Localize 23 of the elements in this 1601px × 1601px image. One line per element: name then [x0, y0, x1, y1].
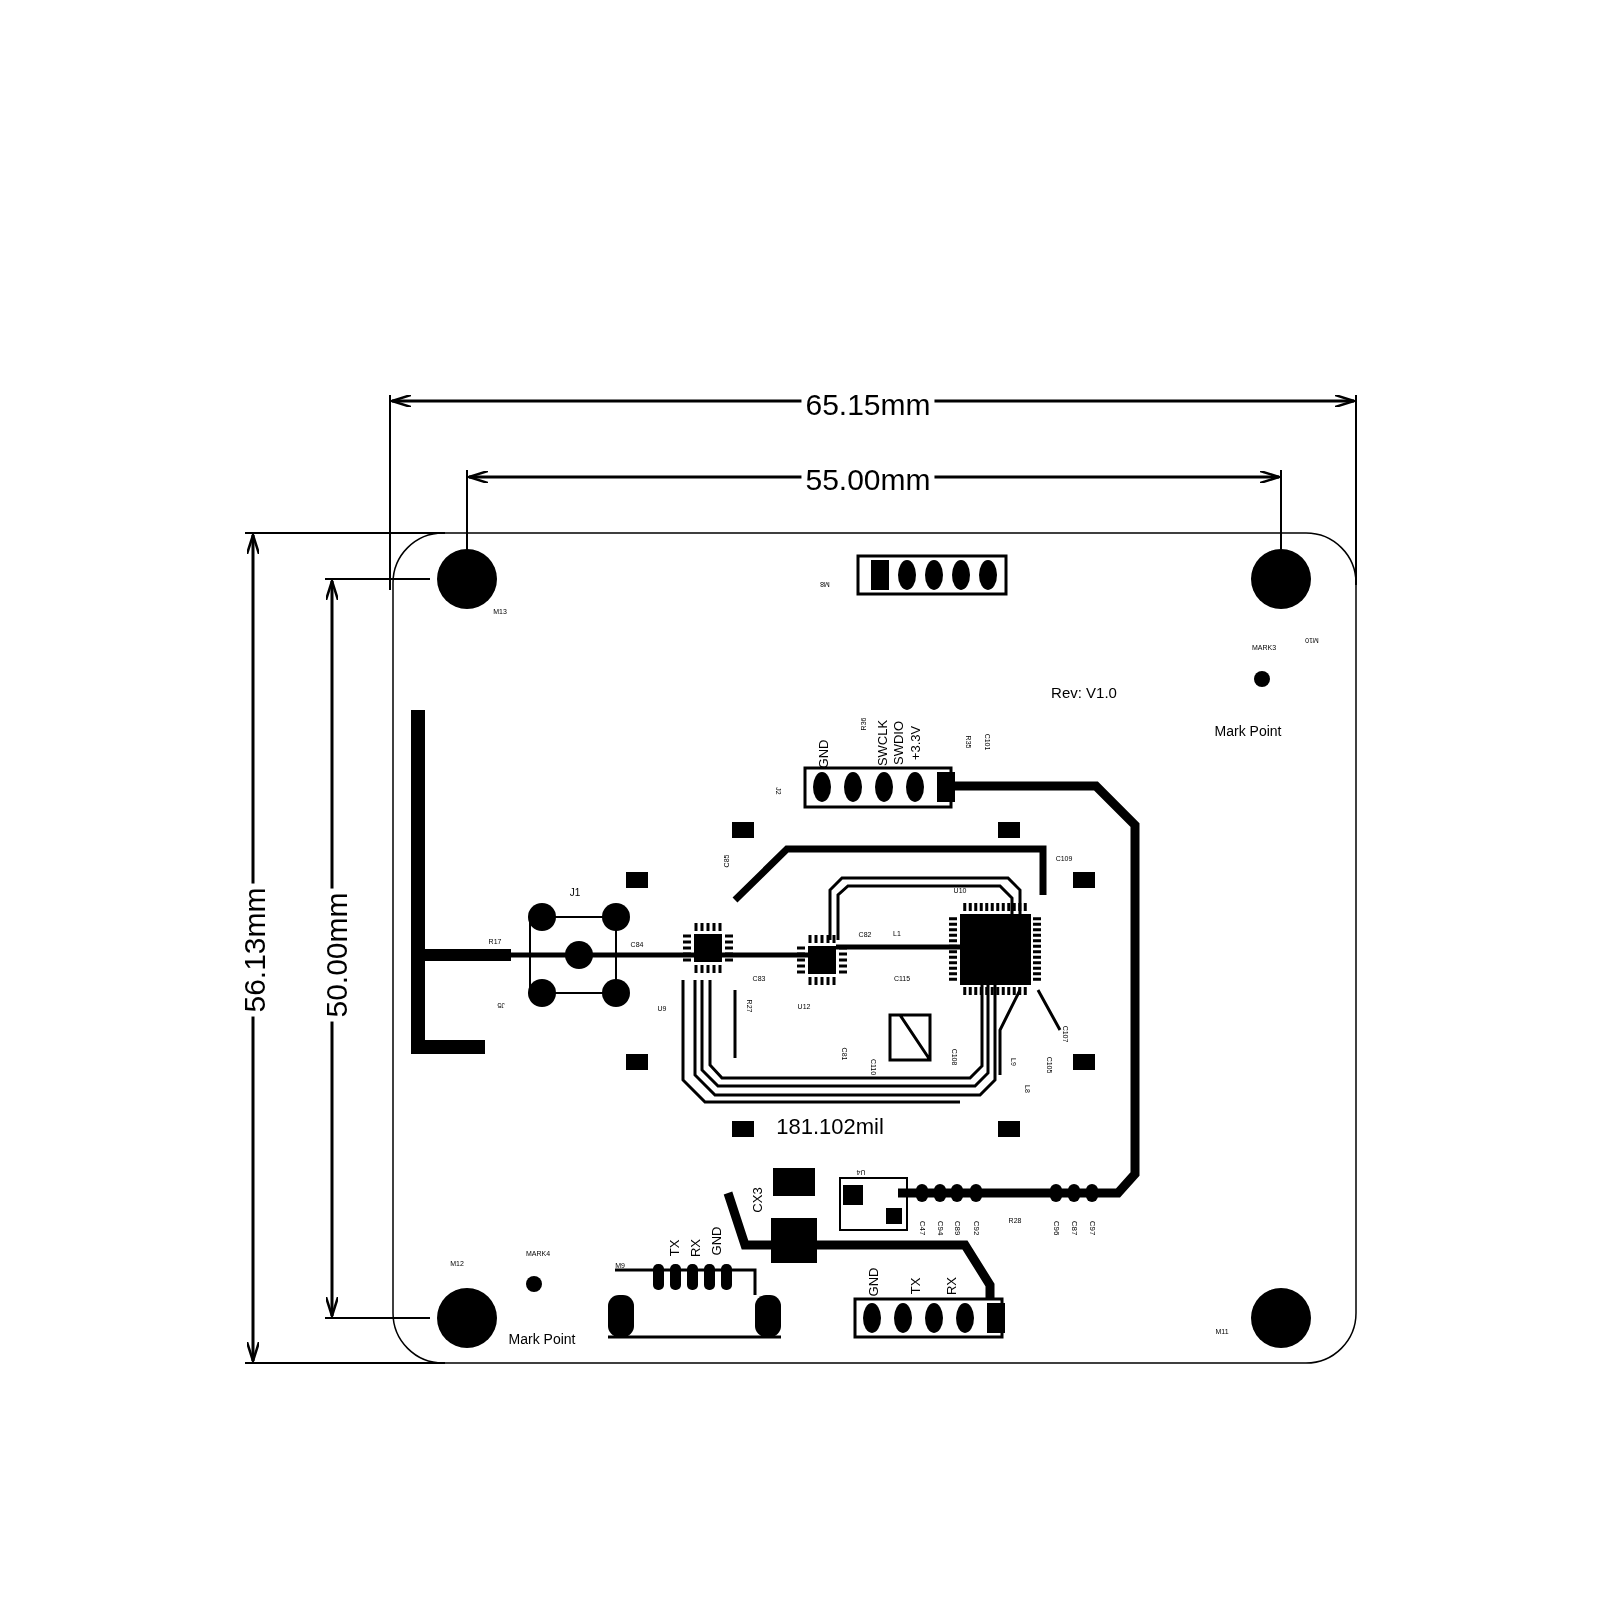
silkscreen-label: 181.102mil	[776, 1116, 884, 1138]
silkscreen-label: SWCLK	[875, 719, 889, 767]
silkscreen-label: RX	[688, 1238, 702, 1258]
silkscreen-label: TX	[667, 1239, 681, 1257]
silkscreen-label: J1	[569, 888, 581, 898]
silkscreen-label: Mark Point	[508, 1332, 576, 1346]
silkscreen-label: C89	[953, 1220, 961, 1236]
silkscreen-label: Mark Point	[1214, 724, 1282, 738]
silkscreen-label: GND	[709, 1226, 723, 1256]
silkscreen-label: TX	[908, 1277, 922, 1295]
silkscreen-label: CX3	[750, 1187, 764, 1213]
silkscreen-label: C87	[1070, 1220, 1078, 1236]
silkscreen-label: C47	[918, 1220, 926, 1236]
silkscreen-label: GND	[816, 739, 830, 769]
silkscreen-label: RX	[944, 1276, 958, 1296]
silkscreen-label: C94	[936, 1220, 944, 1236]
silkscreen-label: C92	[972, 1220, 980, 1236]
silkscreen-label: SWDIO	[891, 720, 905, 766]
silkscreen-label: C96	[1052, 1220, 1060, 1236]
silkscreen-label: Rev: V1.0	[1051, 684, 1117, 700]
silkscreen-label: C97	[1088, 1220, 1096, 1236]
silkscreen-label: GND	[866, 1267, 880, 1297]
silkscreen-label: +3.3V	[908, 725, 922, 761]
